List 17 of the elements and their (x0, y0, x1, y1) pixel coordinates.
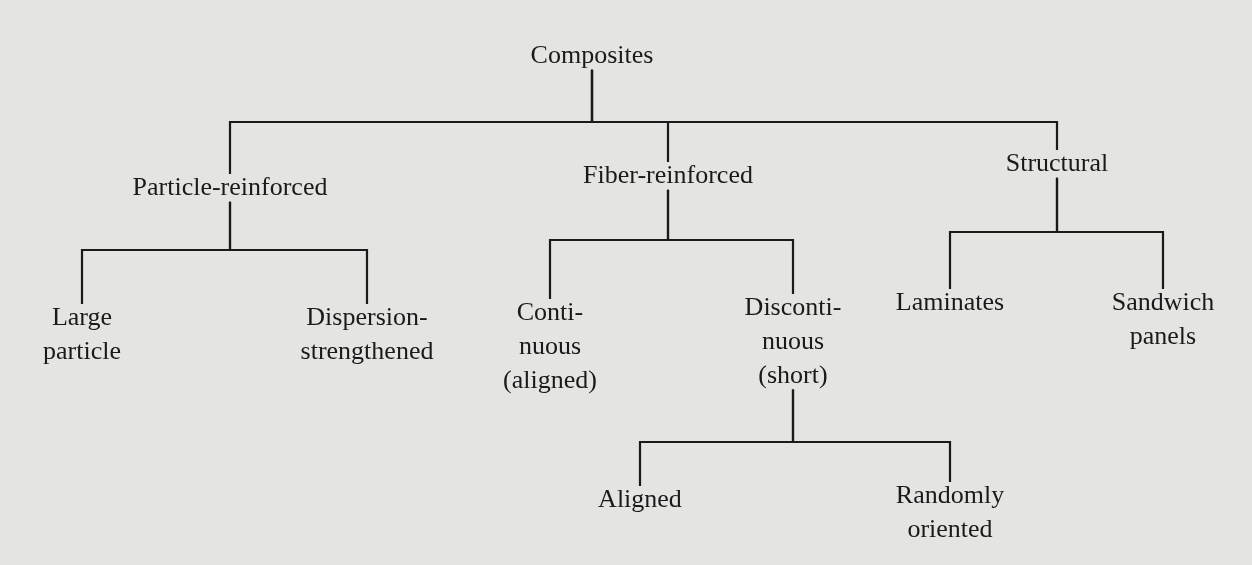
tree-connector (666, 189, 795, 294)
category-label: Sandwich panels (1098, 285, 1228, 353)
category-label: Conti- nuous (aligned) (487, 295, 613, 397)
category-label: Aligned (570, 482, 710, 516)
tree-connector (1055, 177, 1165, 289)
tree-connector (791, 389, 952, 482)
category-label: Particle-reinforced (80, 170, 380, 204)
category-label: Dispersion- strengthened (272, 300, 462, 368)
category-label: Disconti- nuous (short) (728, 290, 858, 392)
category-label: Composites (492, 38, 692, 72)
category-label: Large particle (22, 300, 142, 368)
category-label: Structural (957, 146, 1157, 180)
tree-connector (590, 69, 1059, 150)
tree-connector (228, 201, 369, 304)
category-label: Fiber-reinforced (538, 158, 798, 192)
category-label: Laminates (870, 285, 1030, 319)
category-label: Randomly oriented (870, 478, 1030, 546)
